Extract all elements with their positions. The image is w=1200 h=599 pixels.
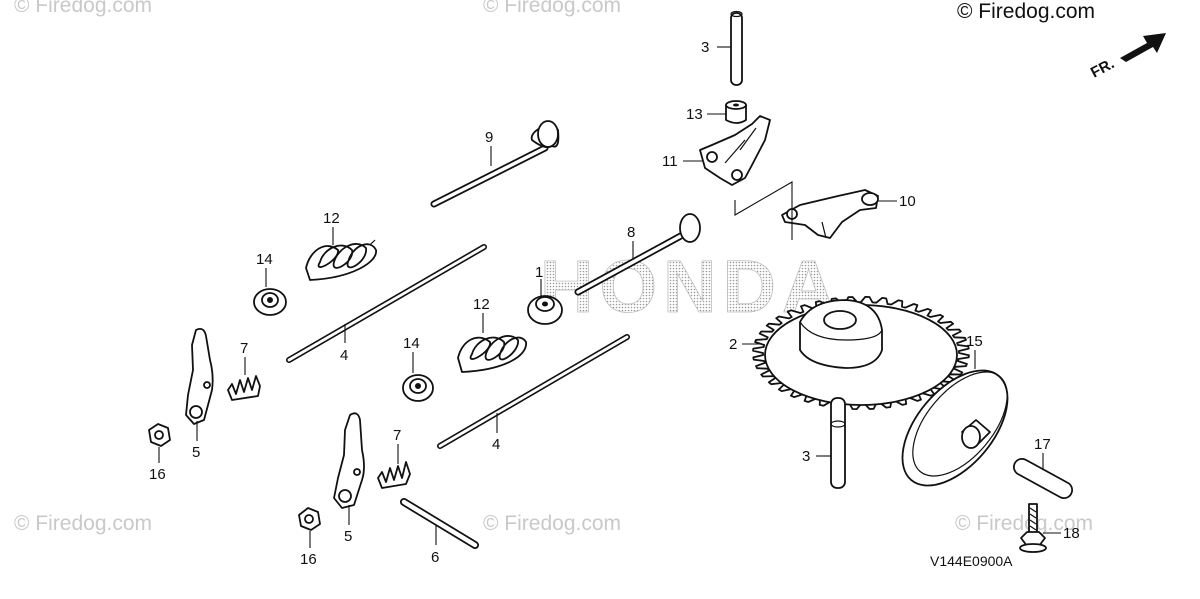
honda-watermark: HONDA [540,245,841,328]
governor-arm-right [333,412,365,509]
arm-spring-left [227,375,261,401]
cam-gear [752,296,970,489]
spring-retainer [527,295,563,325]
pushrod-upper [286,244,487,363]
callout-12-lower: 12 [473,296,490,313]
callout-14-lower: 14 [403,335,420,352]
callout-3-bottom: 3 [802,448,810,465]
valve-upper [430,120,560,208]
callout-8: 8 [627,224,635,241]
callout-17: 17 [1034,436,1051,453]
diagram-code: V144E0900A [930,553,1013,569]
callout-16-left: 16 [149,466,166,483]
callout-4-upper: 4 [340,347,348,364]
callout-9: 9 [485,129,493,146]
callout-7-right: 7 [393,427,401,444]
rocker-arm-holder [699,115,771,186]
arm-shaft [400,498,479,549]
valve-spring-lower [457,335,527,373]
valve-lower [574,213,701,296]
callout-5-right: 5 [344,528,352,545]
callout-3-top: 3 [701,39,709,56]
rocker-arm [781,189,879,239]
callout-1: 1 [535,264,543,281]
pin-top [730,10,743,86]
callout-18: 18 [1063,525,1080,542]
callout-12-upper: 12 [323,210,340,227]
watermark-bottom-right: © Firedog.com [955,512,1094,535]
watermark-bottom-center: © Firedog.com [483,512,622,535]
governor-arm-left [185,327,214,425]
valve-seal-upper [253,288,287,316]
governor-plate [901,369,1009,487]
callout-10: 10 [899,193,916,210]
copyright-text: © Firedog.com [957,0,1096,23]
callout-14-upper: 14 [256,251,273,268]
callout-5-left: 5 [192,444,200,461]
callout-7-left: 7 [240,340,248,357]
front-arrow-label: FR. [1088,55,1117,81]
callout-2: 2 [729,336,737,353]
callout-4-lower: 4 [492,436,500,453]
callout-13: 13 [686,106,703,123]
watermark-top-left: © Firedog.com [14,0,153,17]
collar [725,100,747,124]
governor-pin [1013,458,1073,499]
valve-seal-lower [402,374,434,402]
nut-right [298,507,321,531]
nut-left [148,423,171,447]
valve-spring-upper [305,239,377,281]
callout-15: 15 [966,333,983,350]
callouts: 3 13 11 10 9 8 12 12 14 14 1 4 4 [149,39,1080,568]
callout-6: 6 [431,549,439,566]
callout-11: 11 [662,153,678,170]
flange-bolt [1019,503,1047,553]
pushrod-lower [437,334,630,449]
watermark-bottom-left: © Firedog.com [14,512,153,535]
callout-16-right: 16 [300,551,317,568]
front-arrow-icon: FR. [1088,33,1166,82]
arm-spring-right [377,461,411,489]
watermark-top-center: © Firedog.com [483,0,622,17]
